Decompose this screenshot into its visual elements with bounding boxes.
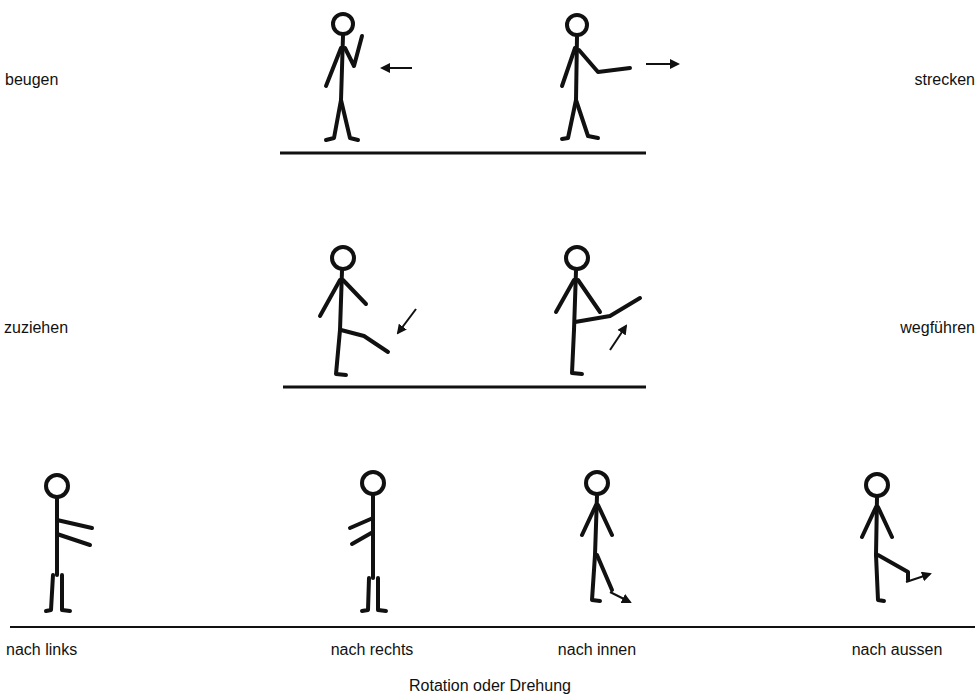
movement-label: strecken: [915, 71, 975, 89]
ground-line: [283, 386, 646, 389]
movement-label: zuziehen: [4, 319, 68, 337]
rotation-arrow: [610, 592, 630, 602]
direction-label: nach innen: [558, 641, 636, 659]
direction-label: nach rechts: [331, 641, 414, 659]
stick-figure: [862, 474, 908, 601]
ground-line: [10, 626, 975, 628]
stick-figure: [562, 15, 630, 139]
movement-label: wegführen: [900, 319, 975, 337]
stick-figure: [556, 247, 640, 374]
stick-figure: [326, 14, 362, 140]
direction-arrow: [646, 63, 678, 65]
stick-figure: [582, 472, 612, 601]
movement-label: beugen: [5, 71, 58, 89]
direction-arrow: [398, 309, 416, 333]
stick-figure: [46, 475, 92, 611]
rotation-arrow: [906, 574, 930, 582]
stick-figure: [350, 472, 386, 611]
direction-label: nach links: [6, 641, 77, 659]
stick-figure: [320, 247, 388, 375]
direction-label: nach aussen: [852, 641, 943, 659]
ground-line: [280, 152, 646, 155]
direction-arrow: [382, 67, 412, 69]
caption-label: Rotation oder Drehung: [409, 677, 571, 695]
direction-arrow: [610, 326, 626, 350]
